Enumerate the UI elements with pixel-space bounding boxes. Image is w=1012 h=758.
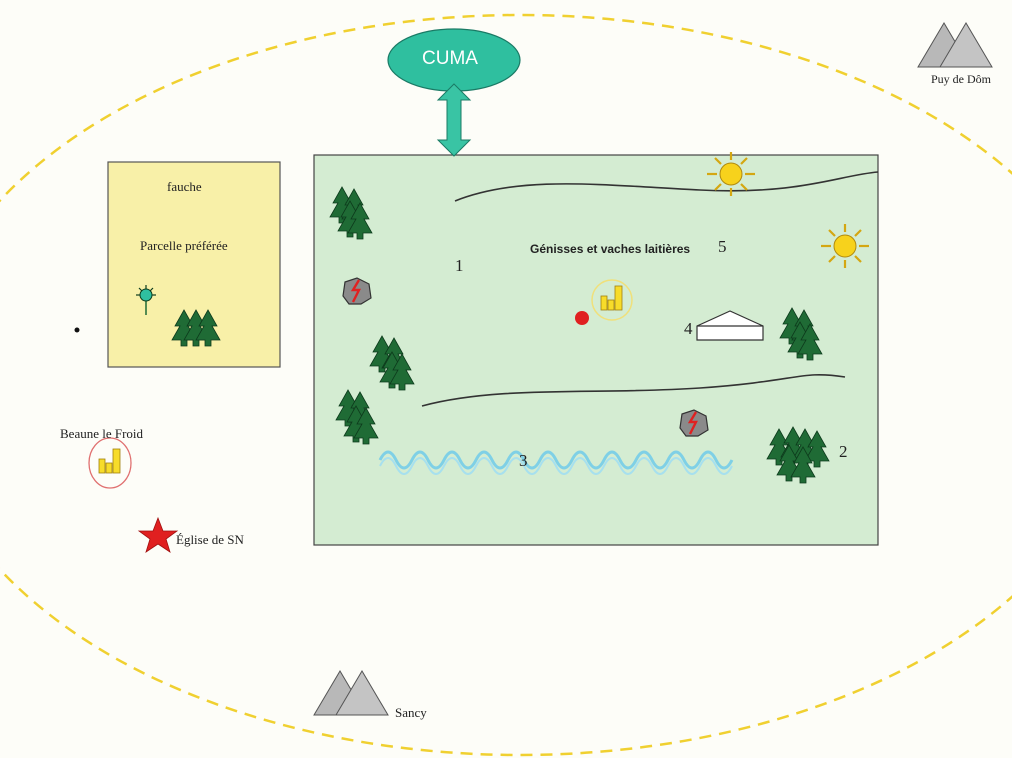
beaune-label: Beaune le Froid [60,426,144,441]
number-3: 3 [519,451,528,470]
field-boundary-line-bottom [421,373,846,407]
number-5: 5 [718,237,727,256]
number-4: 4 [684,319,693,338]
number-1: 1 [455,256,464,275]
river [378,450,734,470]
puy-de-dome-label: Puy de Dôm [931,72,991,86]
eglise-label: Église de SN [176,532,244,547]
number-2: 2 [839,442,848,461]
mountain-icon [917,22,993,68]
parcelle-label: Parcelle préférée [140,238,228,253]
star-icon [137,516,179,553]
mountain-icon [313,670,389,716]
barn-icon [696,310,764,341]
flower-icon [136,285,156,315]
farm-building-ring [591,279,633,321]
bullet-dot [74,327,80,333]
building-icon [98,448,121,474]
river-wave-2 [379,457,733,475]
sancy-label: Sancy [395,705,427,720]
farm-marker-dot [575,311,589,325]
village-ring [88,437,132,489]
field-boundary-line-top [454,171,879,202]
fauche-label: fauche [167,179,202,194]
genisses-label: Génisses et vaches laitières [530,242,691,256]
cuma-label: CUMA [422,48,478,69]
cuma-double-arrow [436,83,472,157]
farm-area [313,154,879,546]
